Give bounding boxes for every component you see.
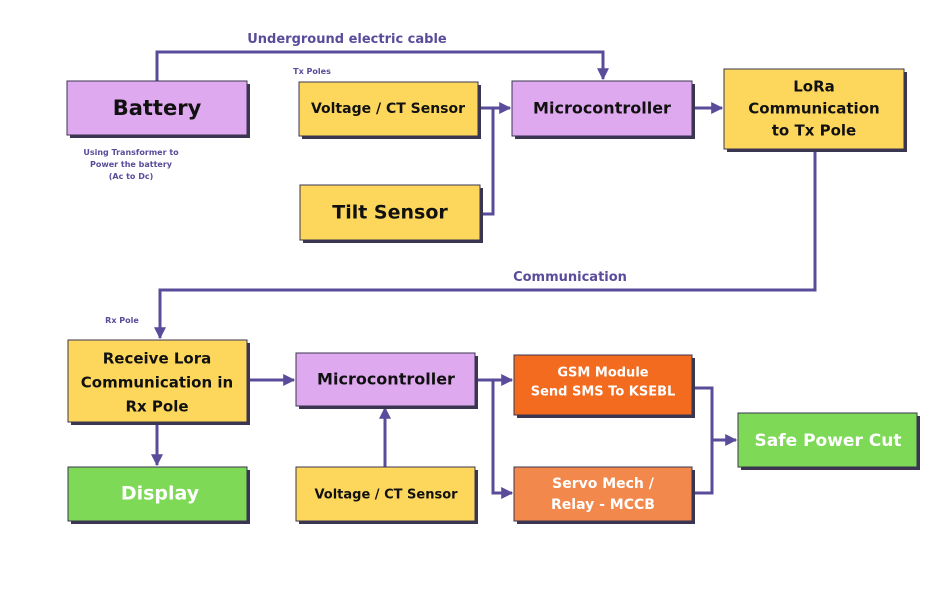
lora-tx-line-3: to Tx Pole (772, 122, 856, 140)
servo-line-1: Servo Mech / (552, 476, 655, 492)
cable-label: Underground electric cable (247, 32, 447, 47)
battery-note-3: (Ac to Dc) (109, 172, 154, 181)
battery-label: Battery (113, 96, 202, 120)
tx-micro-node: Microcontroller (511, 80, 695, 139)
safe-power-cut-label: Safe Power Cut (755, 431, 902, 451)
display-label: Display (121, 483, 200, 505)
tilt-to-micro-connector (480, 108, 495, 216)
micro-to-servo-connector (491, 380, 514, 499)
gsm-line-1: GSM Module (557, 366, 648, 381)
lora-tx-line-1: LoRa (793, 78, 835, 96)
display-node: Display (67, 466, 250, 524)
servo-node: Servo Mech / Relay - MCCB (513, 466, 695, 524)
lora-tx-node: LoRa Communication to Tx Pole (723, 68, 907, 152)
tx-sensor-node: Voltage / CT Sensor (298, 81, 481, 139)
communication-label: Communication (513, 270, 627, 285)
servo-line-2: Relay - MCCB (551, 497, 655, 513)
tx-micro-label: Microcontroller (533, 99, 671, 118)
lora-rx-line-1: Receive Lora (103, 350, 212, 368)
battery-note-1: Using Transformer to (83, 148, 179, 157)
cable-connector (155, 50, 609, 81)
rx-micro-node: Microcontroller (295, 352, 478, 409)
battery-note-2: Power the battery (90, 160, 173, 169)
safe-power-cut-node: Safe Power Cut (737, 412, 920, 470)
tilt-label: Tilt Sensor (332, 202, 448, 224)
tilt-node: Tilt Sensor (299, 184, 483, 243)
tx-sensor-label: Voltage / CT Sensor (311, 101, 465, 117)
lora-rx-line-3: Rx Pole (125, 398, 188, 416)
lora-rx-line-2: Communication in (81, 374, 233, 392)
communication-connector (154, 149, 817, 340)
gsm-node: GSM Module Send SMS To KSEBL (513, 354, 695, 418)
rx-pole-label: Rx Pole (105, 316, 139, 325)
battery-node: Battery (66, 80, 250, 138)
rx-sensor-label: Voltage / CT Sensor (314, 488, 458, 503)
gsm-line-2: Send SMS To KSEBL (531, 385, 676, 400)
tx-poles-label: Tx Poles (293, 67, 331, 76)
connectors (151, 50, 817, 499)
lora-tx-line-2: Communication (748, 100, 879, 118)
lora-rx-node: Receive Lora Communication in Rx Pole (67, 339, 250, 425)
rx-sensor-node: Voltage / CT Sensor (295, 466, 478, 524)
rx-micro-label: Microcontroller (317, 370, 455, 389)
